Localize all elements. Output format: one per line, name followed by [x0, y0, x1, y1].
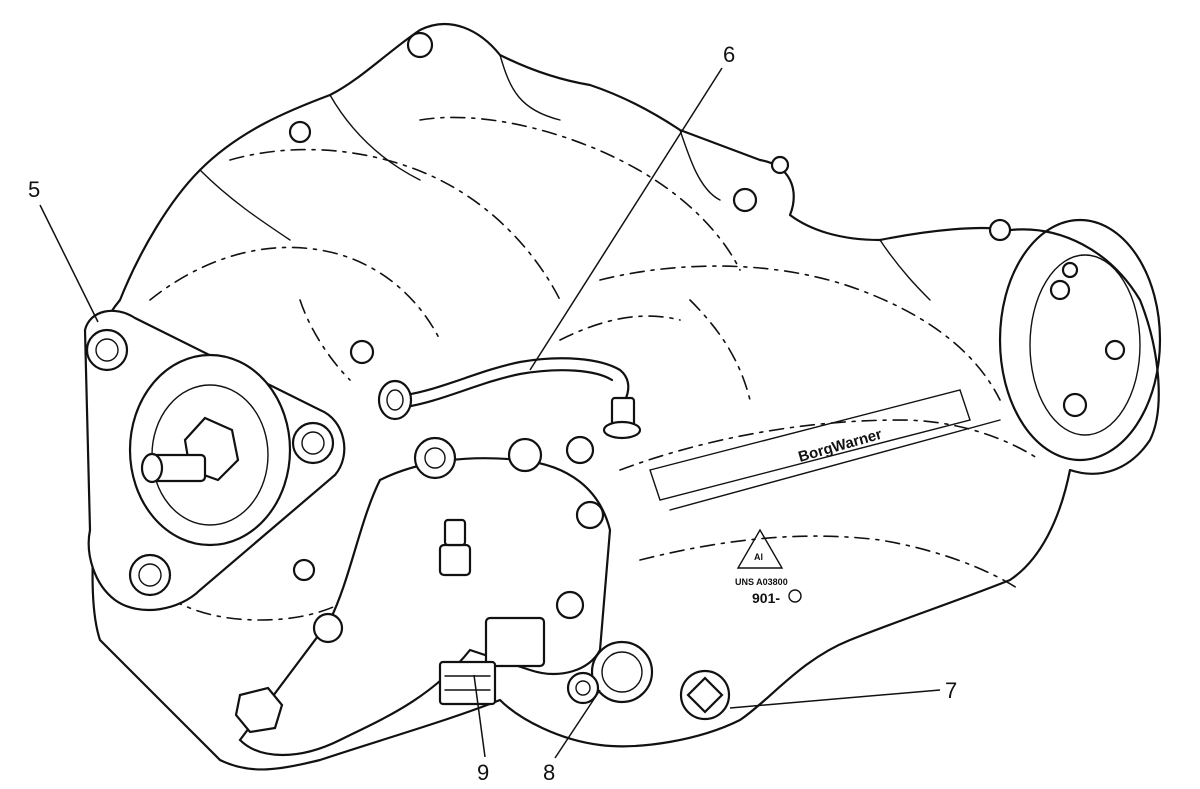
brand-text: BorgWarner [796, 426, 884, 466]
leader-8 [554, 689, 601, 759]
callout-9: 9 [477, 760, 489, 785]
leader-5 [39, 204, 99, 323]
housing-outline [87, 22, 1160, 771]
motor-electrical-connector [438, 616, 546, 706]
callout-8: 8 [543, 760, 555, 785]
leader-lines [39, 67, 941, 759]
leader-7 [729, 689, 941, 709]
fill-plug [679, 669, 731, 721]
brand-plate: BorgWarner [649, 389, 1001, 511]
material-marking: Al UNS A03800 901- [735, 528, 802, 606]
callout-5: 5 [28, 177, 40, 202]
vent-hose [377, 357, 642, 440]
housing-bolts [288, 31, 1012, 465]
callout-6: 6 [723, 42, 735, 67]
part-code-text: 901- [752, 590, 780, 606]
leader-6 [529, 67, 723, 371]
callout-7: 7 [945, 678, 957, 703]
leader-9 [473, 674, 486, 758]
rear-output-housing [998, 218, 1162, 462]
front-output-flange [83, 309, 346, 612]
shift-motor [234, 339, 612, 756]
speed-sensor [566, 640, 654, 705]
standard-text: UNS A03800 [735, 577, 788, 587]
material-text: Al [754, 552, 763, 562]
callout-labels: 5 6 7 8 9 [28, 42, 957, 785]
